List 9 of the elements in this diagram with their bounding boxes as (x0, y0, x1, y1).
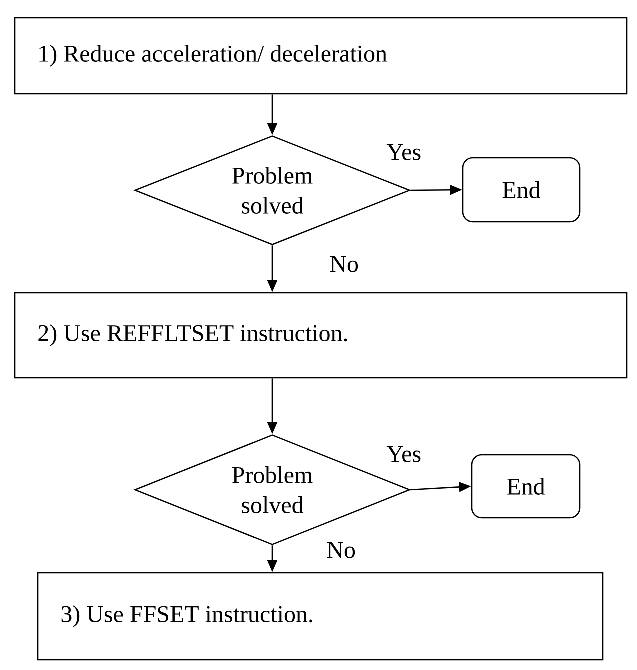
process-box: 2) Use REFFLTSET instruction. (14, 292, 628, 379)
process-box: 1) Reduce acceleration/ deceleration (14, 17, 628, 95)
edge-label: No (330, 256, 358, 272)
terminal-box: End (471, 454, 581, 519)
edge-label: Yes (386, 446, 421, 462)
terminal-box: End (462, 157, 581, 223)
edge-label: Yes (386, 144, 421, 160)
process-box: 3) Use FFSET instruction. (37, 572, 604, 661)
edge-label: No (327, 542, 356, 558)
